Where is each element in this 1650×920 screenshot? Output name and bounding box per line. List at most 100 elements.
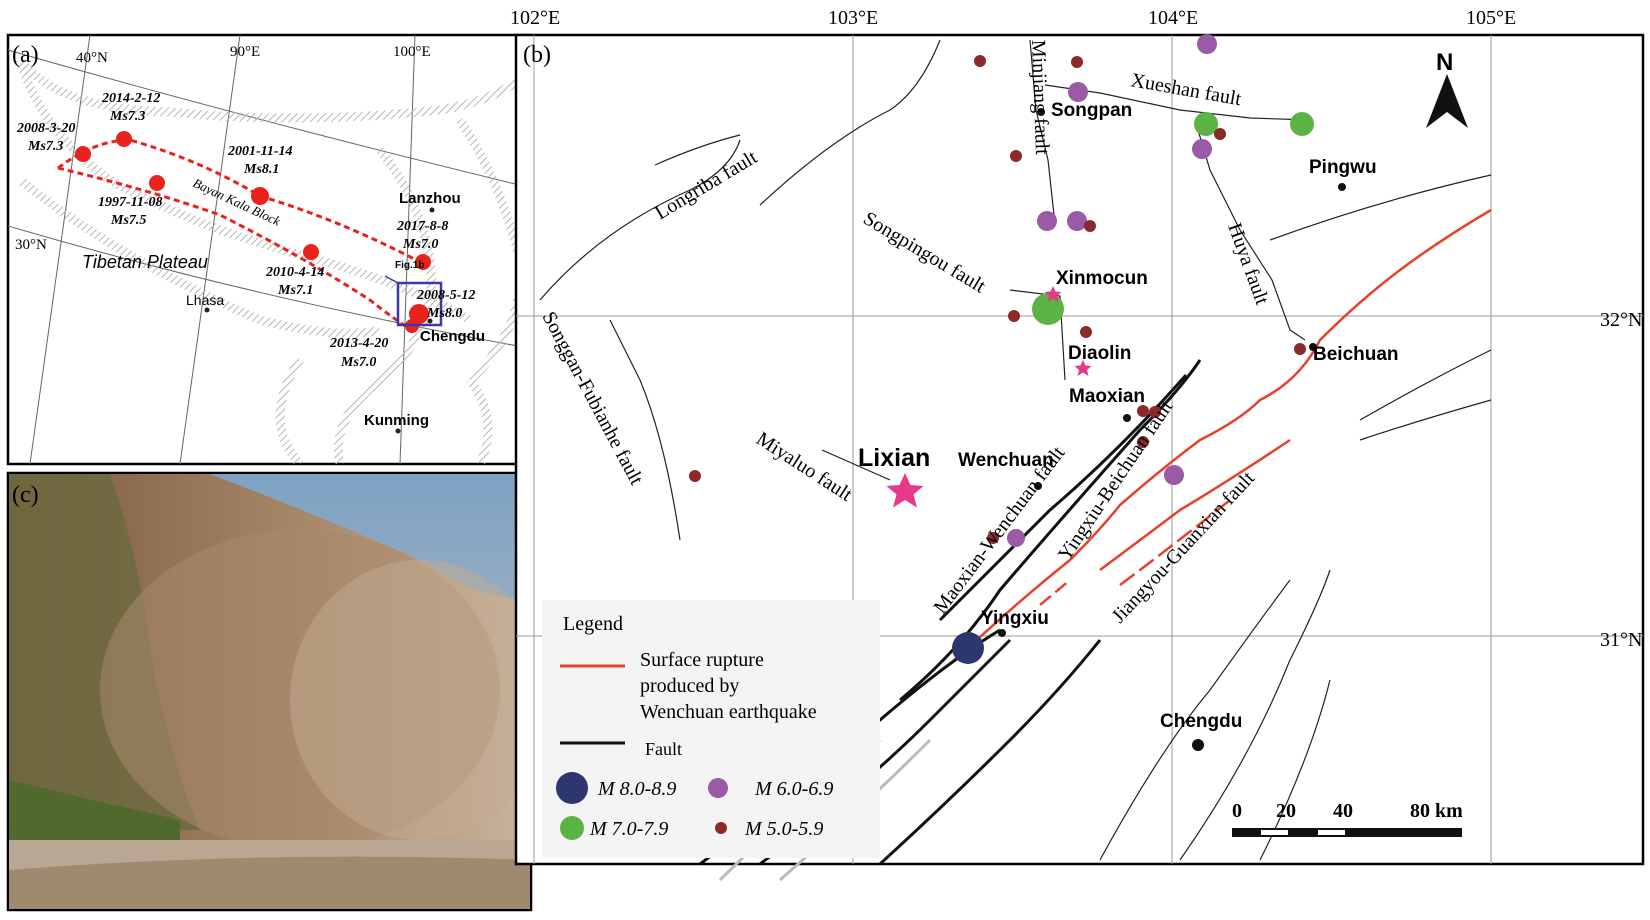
- scale-bar-seg-2: [1318, 830, 1345, 835]
- lon-102e: 102°E: [510, 7, 560, 29]
- event-2008-3-20: [75, 146, 91, 162]
- event-date-2: 2014-2-12: [101, 91, 160, 106]
- panel-a-event-labels: 2008-3-20 Ms7.3 2014-2-12 Ms7.3 2001-11-…: [16, 91, 475, 370]
- surface-rupture: [967, 208, 1492, 649]
- event-2017-8-8: [415, 254, 431, 270]
- north-label: N: [1436, 49, 1453, 76]
- scale-bar-base: [1232, 828, 1462, 837]
- legend-rupture-1: Surface rupture: [640, 649, 764, 671]
- legend-fault: Fault: [645, 739, 682, 759]
- legend-rupture-3: Wenchuan earthquake: [640, 701, 817, 723]
- legend-m7: M 7.0-7.9: [589, 818, 668, 840]
- event-mag-3: Ms8.1: [243, 162, 279, 177]
- scale-bar-seg-1: [1261, 830, 1288, 835]
- panel-b-graticule: [516, 35, 1643, 864]
- panel-c: (c): [6, 471, 533, 912]
- event-2010-4-14: [303, 244, 319, 260]
- city-lanzhou: Lanzhou: [399, 190, 461, 207]
- fault-minjiang: Minjiang fault: [1027, 39, 1053, 155]
- lat-31n: 31°N: [1600, 629, 1642, 651]
- place-beichuan: Beichuan: [1313, 344, 1399, 365]
- city-dot-lanzhou: [429, 207, 435, 213]
- graticule-80e: [29, 35, 91, 464]
- lat-label-30n: 30°N: [15, 237, 47, 253]
- legend-m7-swatch: [560, 816, 584, 840]
- event-2008-5-12: [409, 304, 429, 324]
- place-diaolin: Diaolin: [1068, 343, 1131, 364]
- lon-label-100e: 100°E: [393, 44, 431, 60]
- legend-box: [542, 600, 880, 858]
- graticule-90e: [179, 35, 241, 464]
- scale-40: 40: [1333, 800, 1353, 822]
- lat-label-40n: 40°N: [76, 50, 108, 66]
- inset-box: [396, 281, 443, 327]
- event-date-4: 1997-11-08: [98, 195, 163, 210]
- city-dot-lhasa: [204, 307, 210, 313]
- city-lhasa: Lhasa: [186, 292, 224, 308]
- place-lixian: Lixian: [858, 444, 930, 472]
- lon-label-90e: 90°E: [230, 44, 260, 60]
- lat-32n: 32°N: [1600, 309, 1642, 331]
- event-2001-11-14: [251, 187, 269, 205]
- panel-a-map: [8, 35, 531, 464]
- legend-m8-swatch: [556, 772, 588, 804]
- panel-a-label: (a): [12, 42, 39, 68]
- panel-a: (a) 40°N 30°N 90°E 100°E Tibetan Plateau…: [6, 33, 533, 466]
- event-mag-4: Ms7.5: [110, 213, 146, 228]
- legend-m5: M 5.0-5.9: [744, 818, 823, 840]
- north-arrow-icon: [1426, 74, 1468, 128]
- city-kunming: Kunming: [364, 412, 429, 429]
- legend-title: Legend: [563, 613, 623, 635]
- panel-b: 102°E 103°E 104°E 105°E 32°N 31°N (b): [510, 7, 1645, 882]
- scale-80: 80 km: [1410, 800, 1463, 822]
- inset-label: Fig.1b: [395, 260, 424, 271]
- xinmocun-star: [1044, 286, 1062, 302]
- panel-c-label: (c): [12, 482, 39, 508]
- event-1997-11-08: [149, 175, 165, 191]
- event-date-8: 2013-4-20: [329, 336, 388, 351]
- city-dot-kunming: [395, 428, 401, 434]
- event-date-5: 2017-8-8: [396, 219, 448, 234]
- dust-photo: [9, 474, 530, 909]
- event-2014-2-12: [116, 131, 132, 147]
- lon-104e: 104°E: [1148, 7, 1198, 29]
- scale-20: 20: [1276, 800, 1296, 822]
- place-dots: [998, 108, 1346, 751]
- place-labels: Songpan Pingwu Xinmocun Diaolin Maoxian …: [858, 100, 1399, 732]
- legend: Legend Surface rupture produced by Wench…: [542, 600, 880, 858]
- event-mag-8: Ms7.0: [340, 355, 376, 370]
- scale-0: 0: [1232, 800, 1242, 822]
- lixian-star: [886, 473, 924, 508]
- legend-m6-swatch: [708, 778, 728, 798]
- panel-a-events: [75, 131, 431, 333]
- graticule-30n: [8, 225, 531, 349]
- legend-m8: M 8.0-8.9: [597, 778, 676, 800]
- legend-m6: M 6.0-6.9: [754, 778, 833, 800]
- north-arrow: N: [1426, 49, 1468, 128]
- lon-105e: 105°E: [1466, 7, 1516, 29]
- city-chengdu: Chengdu: [420, 328, 485, 345]
- event-mag-5: Ms7.0: [402, 237, 438, 252]
- place-songpan: Songpan: [1051, 100, 1132, 121]
- bayan-kala-outline: [57, 138, 421, 332]
- panel-b-label: (b): [523, 42, 551, 68]
- graticule-100e: [399, 35, 416, 464]
- scale-bar: 0 20 40 80 km: [1232, 800, 1463, 837]
- place-chengdu: Chengdu: [1160, 711, 1242, 732]
- place-pingwu: Pingwu: [1309, 157, 1377, 178]
- event-mag-7: Ms8.0: [426, 306, 462, 321]
- place-yingxiu: Yingxiu: [981, 608, 1049, 629]
- place-maoxian: Maoxian: [1069, 386, 1145, 407]
- region-label: Tibetan Plateau: [82, 252, 208, 272]
- legend-rupture-2: produced by: [640, 675, 739, 697]
- place-xinmocun: Xinmocun: [1056, 268, 1148, 289]
- event-date-7: 2008-5-12: [416, 288, 475, 303]
- event-date-1: 2008-3-20: [16, 121, 75, 136]
- city-dot-chengdu: [427, 318, 433, 324]
- diaolin-star: [1074, 360, 1092, 376]
- inset-leader: [384, 275, 399, 284]
- event-mag-1: Ms7.3: [27, 139, 63, 154]
- legend-m5-swatch: [715, 822, 727, 834]
- epicenter-stars: [886, 286, 1092, 508]
